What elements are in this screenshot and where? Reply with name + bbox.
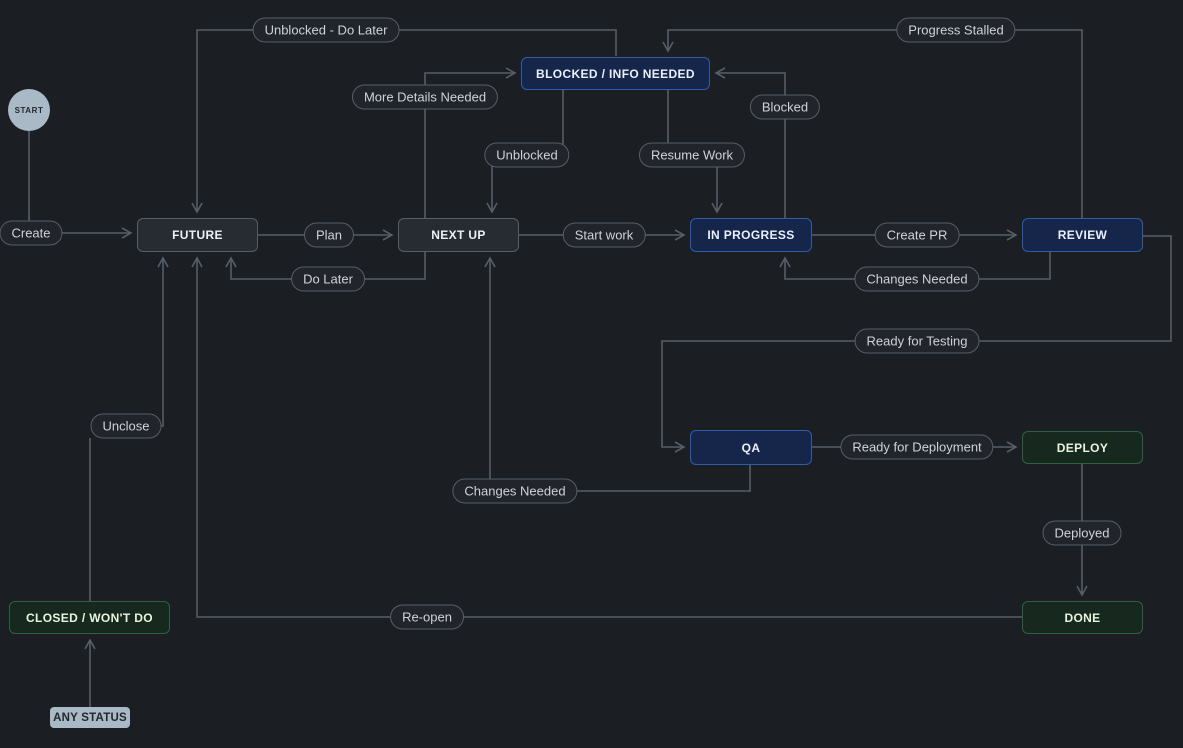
state-node-blocked[interactable]: BLOCKED / INFO NEEDED	[521, 57, 710, 90]
transition-label-changes-needed-qa[interactable]: Changes Needed	[452, 478, 578, 504]
transition-label-do-later[interactable]: Do Later	[291, 266, 365, 292]
state-node-deploy[interactable]: DEPLOY	[1022, 431, 1143, 464]
transition-label-progress-stalled[interactable]: Progress Stalled	[896, 17, 1016, 43]
transition-label-deployed[interactable]: Deployed	[1042, 520, 1122, 546]
state-node-next-up[interactable]: NEXT UP	[398, 218, 519, 252]
transition-label-ready-for-testing[interactable]: Ready for Testing	[854, 328, 980, 354]
edge-unclose-to-future	[158, 258, 163, 427]
transition-label-changes-needed-review[interactable]: Changes Needed	[854, 266, 980, 292]
edge-progress-stalled	[668, 29, 1083, 218]
transition-label-ready-for-deployment[interactable]: Ready for Deployment	[840, 434, 994, 460]
state-node-review[interactable]: REVIEW	[1022, 218, 1143, 252]
state-node-any-status: ANY STATUS	[50, 707, 130, 728]
edge-blocked	[716, 73, 786, 218]
state-node-in-progress[interactable]: IN PROGRESS	[690, 218, 812, 252]
transition-label-start-work[interactable]: Start work	[562, 222, 646, 248]
transition-label-create[interactable]: Create	[0, 220, 63, 246]
edge-changes-needed-qa	[490, 258, 751, 492]
edge-create	[28, 131, 131, 233]
edge-unblocked-do-later	[197, 29, 617, 212]
state-node-done[interactable]: DONE	[1022, 601, 1143, 634]
transition-label-resume-work[interactable]: Resume Work	[638, 142, 746, 168]
edge-more-details-needed	[424, 73, 515, 218]
transition-label-unblocked-do-later[interactable]: Unblocked - Do Later	[252, 17, 400, 43]
state-node-qa[interactable]: QA	[690, 430, 812, 465]
transition-label-blocked[interactable]: Blocked	[749, 94, 821, 120]
transition-label-more-details-needed[interactable]: More Details Needed	[351, 84, 499, 110]
state-node-start: START	[8, 89, 50, 131]
transition-label-plan[interactable]: Plan	[303, 222, 355, 248]
transition-label-re-open[interactable]: Re-open	[390, 604, 464, 630]
state-node-closed[interactable]: CLOSED / WON'T DO	[9, 601, 170, 634]
edge-re-open	[197, 258, 1022, 618]
transition-label-unblocked[interactable]: Unblocked	[484, 142, 570, 168]
state-node-future[interactable]: FUTURE	[137, 218, 258, 252]
transition-label-unclose[interactable]: Unclose	[90, 413, 162, 439]
transition-label-create-pr[interactable]: Create PR	[874, 222, 960, 248]
